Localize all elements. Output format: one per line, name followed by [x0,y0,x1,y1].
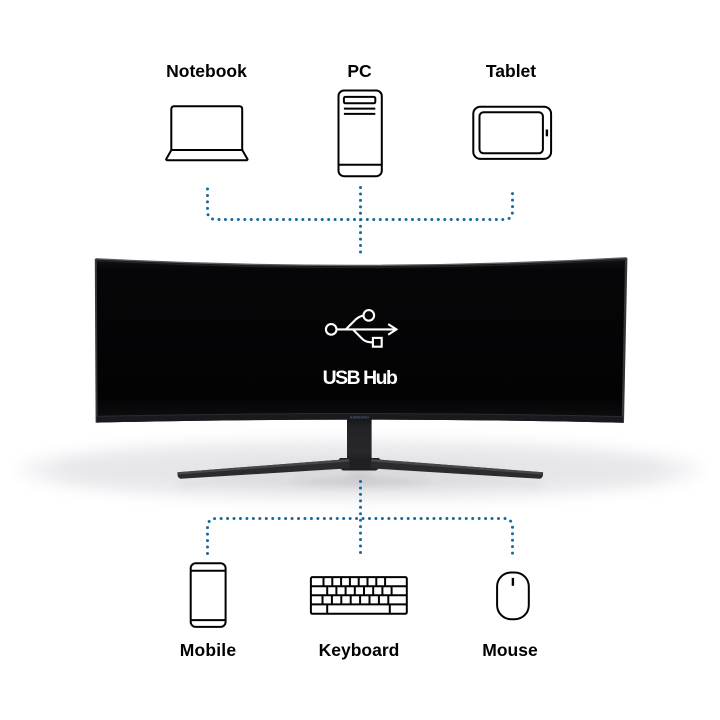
svg-text:Keyboard: Keyboard [319,640,400,660]
svg-text:Tablet: Tablet [486,61,536,81]
svg-text:Notebook: Notebook [166,61,247,81]
svg-text:USB Hub: USB Hub [323,367,398,389]
svg-text:Mobile: Mobile [180,640,237,660]
svg-text:PC: PC [347,61,372,81]
svg-text:Mouse: Mouse [482,640,538,660]
svg-text:SAMSUNG: SAMSUNG [350,415,369,419]
